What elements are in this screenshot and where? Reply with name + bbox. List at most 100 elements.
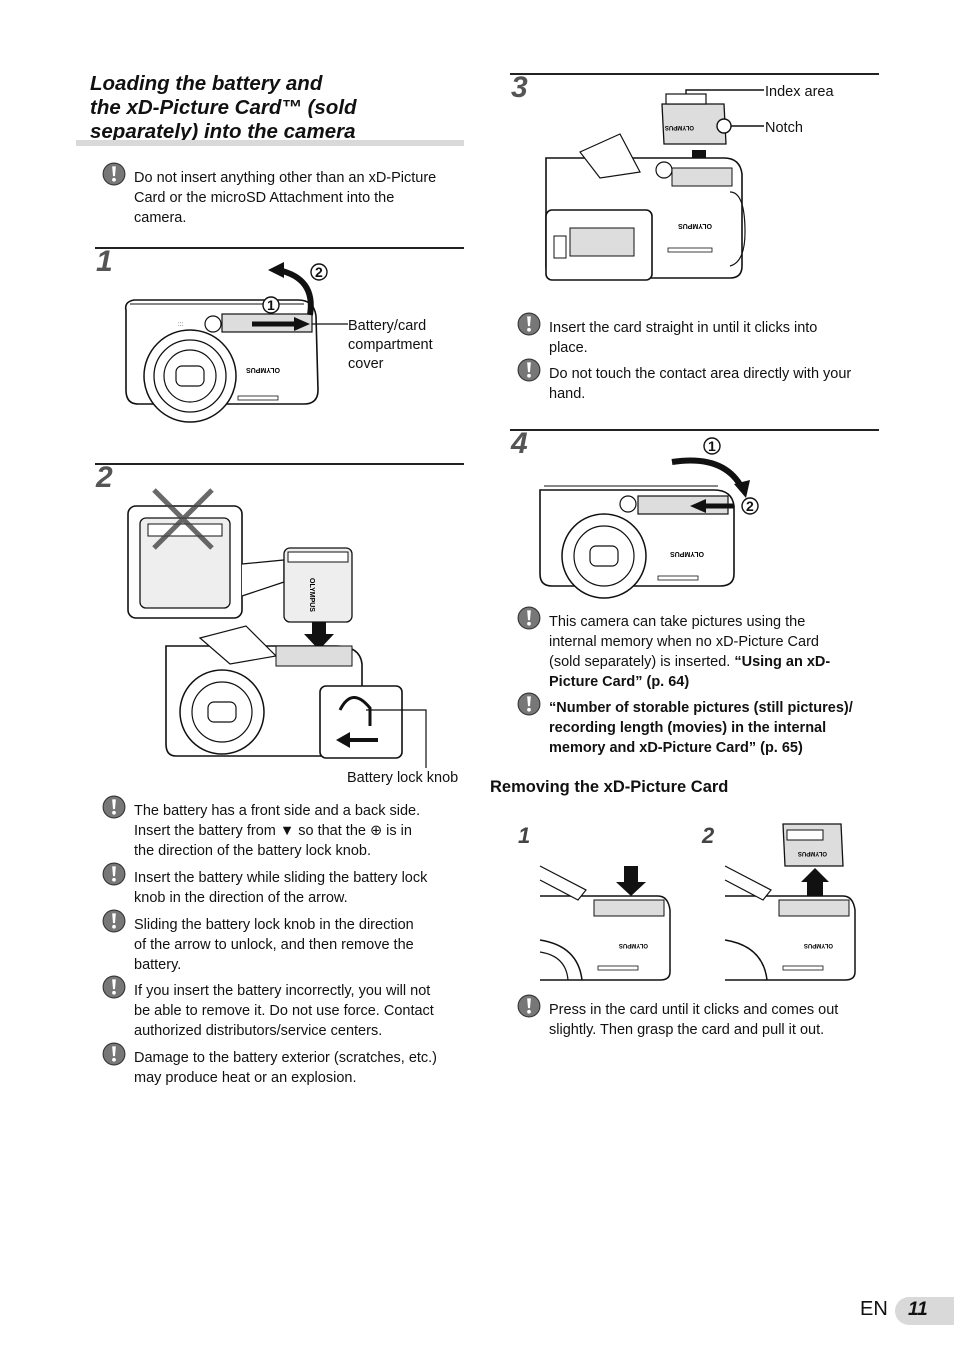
note-line: “Number of storable pictures (still pict… (549, 700, 853, 716)
note-line: recording length (movies) in the interna… (549, 720, 827, 736)
note-line: Picture Card” (p. 64) (549, 672, 894, 692)
note-line: place. (549, 340, 588, 356)
battery-note-3: Sliding the battery lock knob in the dir… (134, 915, 474, 975)
note-line: knob in the direction of the arrow. (134, 890, 348, 906)
note-text: (sold separately) is inserted. (549, 654, 735, 670)
camera-brand-text: OLYMPUS (804, 942, 833, 948)
intro-note-line: Card or the microSD Attachment into the (134, 190, 395, 206)
removing-note: Press in the card until it clicks and co… (549, 1000, 894, 1040)
title-line-1: Loading the battery and (90, 72, 323, 95)
removing-step-1-number: 1 (518, 823, 531, 848)
intro-note: Do not insert anything other than an xD-… (134, 168, 469, 228)
removing-step-2-number: 2 (702, 823, 715, 848)
label-line: compartment (348, 337, 433, 353)
note-line: Press in the card until it clicks and co… (549, 1002, 839, 1018)
step-1-callout-1: 1 (267, 297, 275, 313)
label-line: cover (348, 356, 384, 372)
battery-note-4: If you insert the battery incorrectly, y… (134, 981, 474, 1041)
step-2-number: 2 (96, 461, 113, 494)
step-1-number: 1 (96, 245, 113, 278)
note-line: internal memory when no xD-Picture Card (549, 634, 819, 650)
caution-icon (517, 606, 541, 630)
battery-note-5: Damage to the battery exterior (scratche… (134, 1048, 474, 1088)
step-3-card-illustration: OLYMPUS OLYMPUS (545, 89, 764, 281)
removing-heading: Removing the xD-Picture Card (490, 778, 729, 796)
reference-link-text: “Using an xD- (734, 654, 831, 670)
caution-icon (102, 975, 126, 999)
caution-icon (102, 909, 126, 933)
battery-card-cover-label: Battery/card compartment cover (348, 317, 433, 374)
note-line: Damage to the battery exterior (scratche… (134, 1050, 438, 1066)
battery-note-1: The battery has a front side and a back … (134, 801, 474, 861)
card-brand-text: OLYMPUS (798, 850, 827, 856)
camera-brand-text: OLYMPUS (670, 550, 704, 557)
step-4-rule (510, 429, 879, 431)
callout-2-circle (310, 263, 328, 281)
caution-icon (102, 795, 126, 819)
note-line: This camera can take pictures using the (549, 614, 806, 630)
battery-note-2: Insert the battery while sliding the bat… (134, 868, 474, 908)
note-line: may produce heat or an explosion. (134, 1070, 357, 1086)
page-title: Loading the battery and the xD-Picture C… (90, 72, 460, 144)
note-line: be able to remove it. Do not use force. … (134, 1003, 434, 1019)
card-note-2: Do not touch the contact area directly w… (549, 364, 889, 404)
step-2-battery-illustration: OLYMPUS (127, 488, 427, 768)
title-line-2: the xD-Picture Card™ (sold (90, 96, 357, 119)
memory-note-1: This camera can take pictures using the … (549, 612, 894, 692)
step-1-rule (95, 247, 464, 249)
caution-icon (102, 862, 126, 886)
note-line: memory and xD-Picture Card” (p. 65) (549, 740, 803, 756)
battery-brand-text: OLYMPUS (308, 578, 315, 612)
callout-1-circle (262, 296, 280, 314)
note-line: the direction of the battery lock knob. (134, 843, 371, 859)
card-note-1: Insert the card straight in until it cli… (549, 318, 889, 358)
caution-icon (102, 1042, 126, 1066)
reference-link-text: Picture Card” (p. 64) (549, 674, 690, 690)
caution-icon (517, 692, 541, 716)
camera-brand-text: OLYMPUS (619, 942, 648, 948)
removing-step-2-illustration: OLYMPUS OLYMPUS (724, 823, 856, 981)
page-number-tab (895, 1297, 954, 1325)
title-line-3: separately) into the camera (90, 120, 356, 143)
removing-step-1-illustration: OLYMPUS (539, 865, 671, 981)
camera-brand-text: OLYMPUS (678, 222, 712, 229)
step-4-callout-1: 1 (708, 438, 716, 454)
note-line: Insert the battery while sliding the bat… (134, 870, 428, 886)
note-line: slightly. Then grasp the card and pull i… (549, 1022, 825, 1038)
page-language: EN (860, 1298, 888, 1320)
callout-2-circle (741, 497, 759, 515)
note-line: (sold separately) is inserted. “Using an… (549, 652, 894, 672)
index-area-label: Index area (765, 84, 834, 100)
svg-text::::: ::: (178, 322, 183, 328)
step-4-callout-2: 2 (746, 498, 754, 514)
note-line: The battery has a front side and a back … (134, 803, 421, 819)
note-line: Insert the card straight in until it cli… (549, 320, 818, 336)
callout-1-circle (703, 437, 721, 455)
note-line: Insert the battery from ▼ so that the ⊕ … (134, 823, 412, 839)
step-1-callout-2: 2 (315, 264, 323, 280)
label-leader-line (312, 323, 348, 325)
caution-icon (517, 312, 541, 336)
notch-label: Notch (765, 120, 803, 136)
note-line: Do not touch the contact area directly w… (549, 366, 852, 382)
caution-icon (517, 994, 541, 1018)
memory-note-2: “Number of storable pictures (still pict… (549, 698, 894, 758)
svg-text:OLYMPUS: OLYMPUS (246, 366, 280, 373)
page-number: 11 (908, 1299, 928, 1320)
note-line: If you insert the battery incorrectly, y… (134, 983, 431, 999)
step-2-rule (95, 463, 464, 465)
card-brand-text: OLYMPUS (665, 124, 694, 130)
note-line: battery. (134, 957, 182, 973)
caution-icon (102, 162, 126, 186)
note-line: authorized distributors/service centers. (134, 1023, 383, 1039)
note-line: hand. (549, 386, 586, 402)
intro-note-line: camera. (134, 210, 187, 226)
caution-icon (517, 358, 541, 382)
step-4-number: 4 (511, 427, 528, 460)
step-3-rule (510, 73, 879, 75)
step-4-camera-illustration: OLYMPUS (539, 457, 750, 599)
label-line: Battery/card (348, 318, 427, 334)
title-underline-bar (76, 140, 464, 146)
step-3-number: 3 (511, 71, 528, 104)
intro-note-line: Do not insert anything other than an xD-… (134, 170, 437, 186)
